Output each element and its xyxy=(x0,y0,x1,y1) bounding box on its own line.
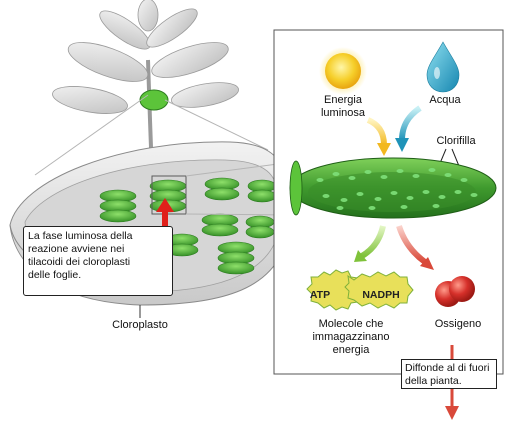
energy-molecules-line2: immagazzinano xyxy=(312,331,390,343)
thylakoid-stacks xyxy=(99,175,277,275)
diffuses-line1: Diffonde al di fuori xyxy=(405,362,490,374)
water-label: Acqua xyxy=(429,94,461,106)
light-energy-line1: Energia xyxy=(324,94,362,106)
red-pointer-arrow xyxy=(156,198,174,228)
note-line3: tilacoidi dei cloroplasti xyxy=(28,256,131,268)
sun-icon xyxy=(319,47,367,95)
plant-illustration xyxy=(52,0,239,176)
thylakoid-detail xyxy=(289,157,497,219)
water-drop-icon xyxy=(426,41,460,93)
oxygen-diffuses-note: Diffonde al di fuori della pianta. xyxy=(401,359,497,389)
nadph-label: NADPH xyxy=(362,289,399,301)
energy-molecules-label: Molecole che immagazzinano energia xyxy=(297,318,405,357)
nadph-badge: NADPH xyxy=(344,271,414,309)
atp-label: ATP xyxy=(310,289,330,301)
diffuses-line2: della pianta. xyxy=(405,374,462,387)
oxygen-molecule xyxy=(435,276,475,307)
energy-molecules-line1: Molecole che xyxy=(318,318,384,330)
oxygen-label: Ossigeno xyxy=(434,318,482,330)
water-arrow xyxy=(395,105,422,152)
light-phase-note: La fase luminosa della reazione avviene … xyxy=(23,226,173,296)
light-energy-arrow xyxy=(366,117,391,156)
oxygen-arrow xyxy=(396,225,434,270)
energy-molecules-line3: energia xyxy=(332,344,370,356)
chlorophyll-label: Clorifilla xyxy=(436,135,476,147)
light-energy-label: Energia luminosa xyxy=(305,94,381,120)
chloroplast-label: Cloroplasto xyxy=(112,319,168,331)
note-line2: reazione avviene nei xyxy=(28,243,125,255)
note-line4: delle foglie. xyxy=(28,269,82,281)
light-energy-line2: luminosa xyxy=(320,107,366,119)
energy-molecules-arrow xyxy=(354,225,386,262)
note-line1: La fase luminosa della xyxy=(28,230,133,242)
